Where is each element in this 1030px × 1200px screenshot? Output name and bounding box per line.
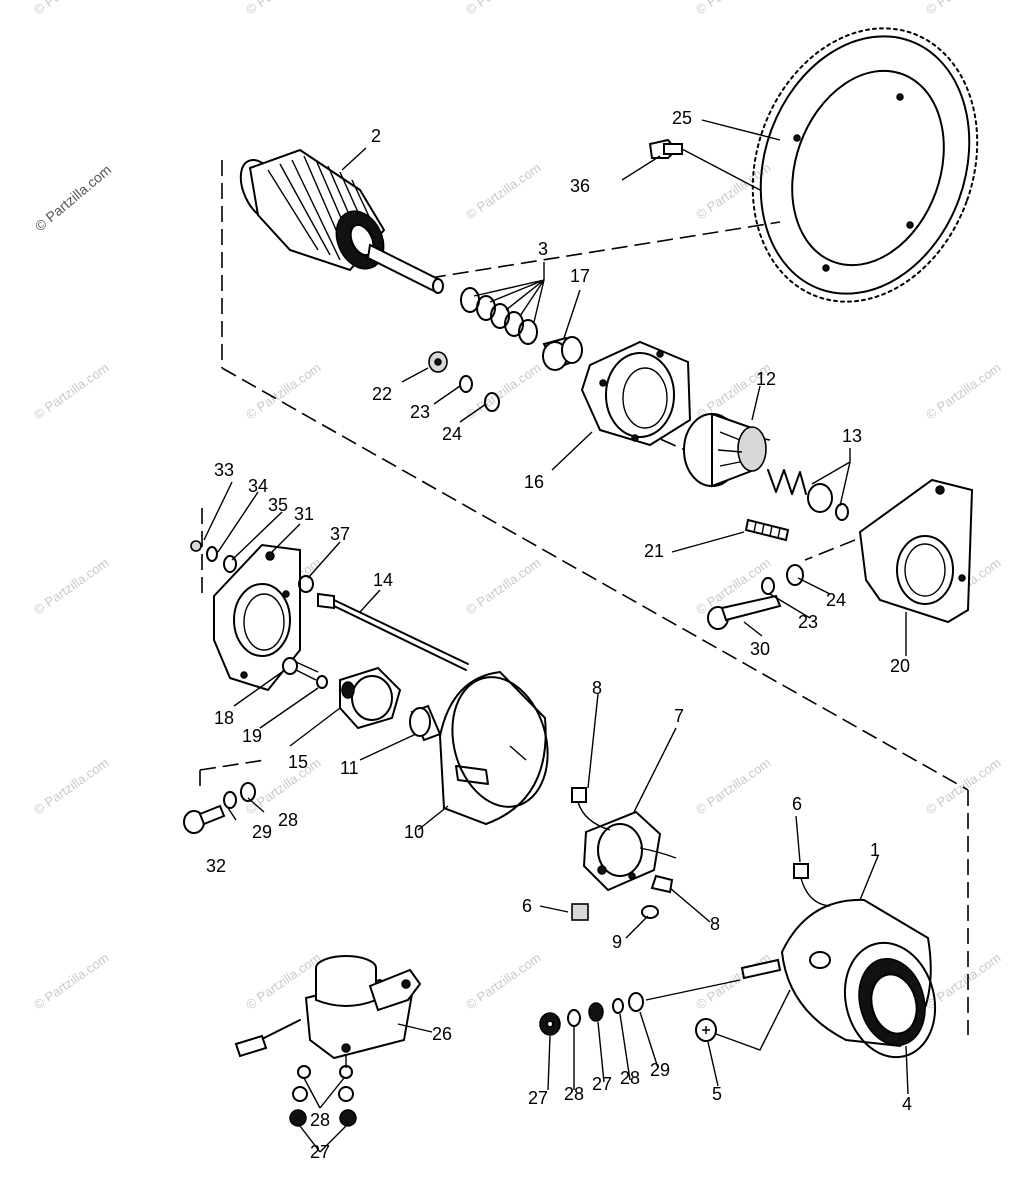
bolt-30-icon	[707, 564, 804, 630]
callout-28-a: 28	[564, 1084, 584, 1104]
callout-30: 30	[750, 639, 770, 659]
callout-22: 22	[372, 384, 392, 404]
pinion-12-icon	[683, 412, 767, 488]
brush-plate-7-icon	[571, 787, 677, 921]
callout-27-b: 27	[592, 1074, 612, 1094]
solenoid-icon	[234, 955, 422, 1127]
callout-18: 18	[214, 708, 234, 728]
callout-8-lower: 8	[710, 914, 720, 934]
watermark-tile: © Partzilla.com	[463, 555, 543, 618]
callout-7: 7	[674, 706, 684, 726]
end-frame-16-icon	[580, 340, 692, 447]
watermark-tile: © Partzilla.com	[31, 0, 111, 17]
callout-35: 35	[268, 495, 288, 515]
end-cap-10-icon	[438, 670, 549, 826]
callout-19: 19	[242, 726, 262, 746]
callout-36: 36	[570, 176, 590, 196]
through-bolt-14-icon	[317, 592, 469, 671]
watermark-tile: © Partzilla.com	[243, 360, 323, 423]
callout-21: 21	[644, 541, 664, 561]
callout-14: 14	[373, 570, 393, 590]
callout-24-upper: 24	[442, 424, 462, 444]
leader-lines	[203, 119, 909, 1153]
callout-13: 13	[842, 426, 862, 446]
watermark-tiles: © Partzilla.com © Partzilla.com © Partzi…	[31, 0, 1003, 1012]
spring-13-icon	[767, 469, 849, 521]
watermark-tile: © Partzilla.com	[463, 0, 543, 17]
callout-2: 2	[371, 126, 381, 146]
callout-29-b: 29	[650, 1060, 670, 1080]
callout-31: 31	[294, 504, 314, 524]
callout-26: 26	[432, 1024, 452, 1044]
watermark-tile: © Partzilla.com	[31, 555, 111, 618]
watermark-tile: © Partzilla.com	[693, 755, 773, 818]
watermark-tile: © Partzilla.com	[923, 360, 1003, 423]
brush-holder-15-icon	[339, 666, 402, 730]
callout-27-solenoid: 27	[310, 1142, 330, 1162]
callout-5: 5	[712, 1084, 722, 1104]
callout-9: 9	[612, 932, 622, 952]
callout-37: 37	[330, 524, 350, 544]
washer-set-3-icon	[460, 287, 538, 345]
starter-housing-icon	[740, 863, 937, 1059]
callout-11: 11	[340, 758, 359, 778]
watermark-tile: © Partzilla.com	[463, 950, 543, 1013]
callout-24-lower: 24	[826, 590, 846, 610]
bushing-11-icon	[409, 704, 442, 742]
watermark-tile: © Partzilla.com	[463, 360, 543, 423]
watermark-tile: © Partzilla.com	[693, 0, 773, 17]
watermark-tile: © Partzilla.com	[31, 755, 111, 818]
callout-3: 3	[538, 239, 548, 259]
watermark-tile: © Partzilla.com	[31, 360, 111, 423]
callout-6-upper: 6	[792, 794, 802, 814]
bracket-20-icon	[858, 478, 974, 624]
callout-25: 25	[672, 108, 692, 128]
watermark-tile: © Partzilla.com	[923, 0, 1003, 17]
callout-23-lower: 23	[798, 612, 818, 632]
callout-27-a: 27	[528, 1088, 548, 1108]
callout-28-b: 28	[620, 1068, 640, 1088]
callout-28-left: 28	[278, 810, 298, 830]
watermark-tile: © Partzilla.com	[243, 0, 323, 17]
bushing-17-icon	[542, 336, 583, 371]
screw-5-icon	[695, 989, 791, 1051]
bolt-36-icon	[648, 138, 761, 191]
callout-16: 16	[524, 472, 544, 492]
callout-8-upper: 8	[592, 678, 602, 698]
bolt-32-icon	[183, 782, 256, 834]
watermark-main: © Partzilla.com	[32, 161, 115, 234]
callout-12: 12	[756, 369, 776, 389]
callout-29-left: 29	[252, 822, 272, 842]
watermark-tile: © Partzilla.com	[923, 755, 1003, 818]
watermark-tile: © Partzilla.com	[463, 160, 543, 223]
callout-1: 1	[870, 840, 880, 860]
ring-gear-icon	[751, 27, 979, 303]
watermark-tile: © Partzilla.com	[31, 950, 111, 1013]
callout-20: 20	[890, 656, 910, 676]
callout-33: 33	[214, 460, 234, 480]
callout-23-upper: 23	[410, 402, 430, 422]
callout-6-lower: 6	[522, 896, 532, 916]
callout-17: 17	[570, 266, 590, 286]
screw-18-icon	[282, 657, 328, 689]
callout-4: 4	[902, 1094, 912, 1114]
callout-34: 34	[248, 476, 268, 496]
armature-icon	[239, 148, 444, 294]
callout-32: 32	[206, 856, 226, 876]
callout-labels: 25 2 36 3 17 22 23 24 12 13 16 33 34 35 …	[206, 108, 912, 1162]
watermark-tile: © Partzilla.com	[243, 755, 323, 818]
callout-15: 15	[288, 752, 308, 772]
callout-10: 10	[404, 822, 424, 842]
stud-21-icon	[744, 518, 790, 542]
terminal-hardware-icon	[539, 979, 741, 1036]
callout-28-solenoid: 28	[310, 1110, 330, 1130]
washers-22-24-icon	[428, 351, 500, 412]
